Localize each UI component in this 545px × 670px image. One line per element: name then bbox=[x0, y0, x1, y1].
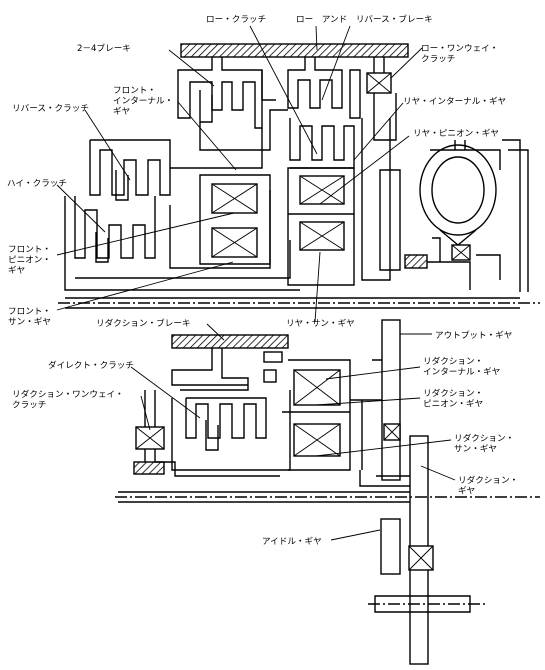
label-reduction-one-way-clutch: リダクション・ワンウェイ・クラッチ bbox=[12, 388, 124, 411]
label-low-one-way-clutch: ロー・ワンウェイ・クラッチ bbox=[421, 43, 498, 65]
high-clutch-shape bbox=[74, 196, 156, 263]
label-output-gear: アウトプット・ギヤ bbox=[435, 330, 512, 341]
oil-pump-housing bbox=[404, 254, 428, 269]
reduction-brake-shape bbox=[171, 348, 283, 391]
label-reduction-pinion-gear: リダクション・ピニオン・ギヤ bbox=[423, 387, 483, 410]
label-low-clutch: ロー・クラッチ bbox=[206, 14, 266, 25]
label-reduction-brake: リダクション・ブレーキ bbox=[96, 317, 191, 329]
brake-2-4-shape bbox=[177, 57, 263, 129]
label-front-sun-gear: フロント・サン・ギヤ bbox=[8, 307, 51, 328]
label-brake-2-4: 2－4ブレーキ bbox=[77, 42, 131, 54]
label-front-pinion-gear: フロント・ピニオン・ギヤ bbox=[8, 245, 51, 276]
low-clutch-shape bbox=[289, 118, 355, 169]
label-high-clutch: ハイ・クラッチ bbox=[7, 178, 67, 189]
reduction-one-way-hatch bbox=[133, 461, 165, 475]
label-rear-internal-gear: リヤ・インターナル・ギヤ bbox=[403, 96, 506, 107]
label-reduction-sun-gear: リダクション・サン・ギヤ bbox=[454, 432, 514, 455]
label-front-internal-gear: フロント・インターナル・ギヤ bbox=[113, 86, 173, 117]
label-low-reverse-brake: ロー アンド リバース・ブレーキ bbox=[296, 13, 433, 25]
transmission-case bbox=[180, 43, 409, 58]
label-reduction-gear: リダクション・ギヤ bbox=[458, 474, 518, 497]
reduction-case bbox=[171, 334, 289, 349]
label-rear-sun-gear: リヤ・サン・ギヤ bbox=[286, 318, 355, 329]
direct-clutch-shape bbox=[185, 397, 267, 451]
label-direct-clutch: ダイレクト・クラッチ bbox=[48, 359, 134, 371]
low-reverse-brake-shape bbox=[287, 57, 361, 119]
label-reverse-clutch: リバース・クラッチ bbox=[12, 103, 89, 114]
label-reduction-internal-gear: リダクション・インターナル・ギヤ bbox=[423, 355, 500, 378]
label-idler-gear: アイドル・ギヤ bbox=[262, 536, 322, 547]
reverse-clutch-shape bbox=[89, 139, 171, 201]
label-rear-pinion-gear: リヤ・ピニオン・ギヤ bbox=[413, 128, 499, 139]
leader-lines bbox=[56, 25, 456, 541]
torque-converter bbox=[419, 139, 529, 292]
callout-labels: ロー・クラッチ ロー アンド リバース・ブレーキ 2－4ブレーキ ロー・ワンウェ… bbox=[7, 13, 518, 547]
idler-gear-shape bbox=[380, 518, 434, 575]
